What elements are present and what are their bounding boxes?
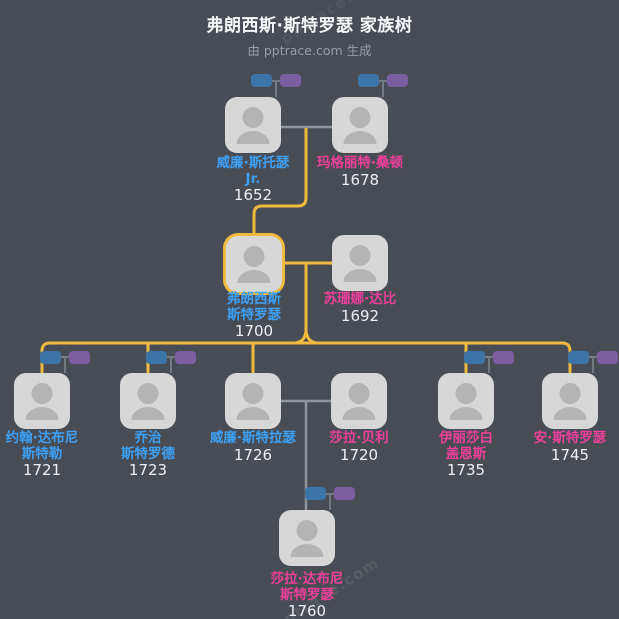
person-name: 弗朗西斯	[227, 291, 281, 307]
avatar[interactable]	[332, 97, 388, 153]
avatar[interactable]	[14, 373, 70, 429]
person-label: 弗朗西斯 斯特罗瑟 1700	[184, 291, 324, 340]
person-label: 伊丽莎白 盖恩斯 1735	[396, 430, 536, 479]
birth-year: 1692	[340, 306, 380, 325]
person-label: 威廉·斯特拉瑟 1726	[183, 430, 323, 464]
avatar[interactable]	[225, 373, 281, 429]
mini-male-chip[interactable]	[40, 351, 61, 364]
collapsed-family-chips[interactable]	[568, 351, 618, 364]
avatar[interactable]	[331, 373, 387, 429]
mini-male-chip[interactable]	[305, 487, 326, 500]
person-name: 乔治	[134, 430, 162, 446]
person-icon	[25, 407, 59, 420]
person-label: 莎拉·达布尼 斯特罗瑟 1760	[237, 571, 377, 619]
avatar[interactable]	[120, 373, 176, 429]
avatar[interactable]	[279, 510, 335, 566]
person-name: 盖恩斯	[445, 445, 487, 462]
person-icon	[242, 383, 264, 404]
person-name: 威廉·斯特拉瑟	[209, 430, 297, 446]
person-name: 安·斯特罗瑟	[533, 430, 607, 446]
collapsed-family-chips[interactable]	[464, 351, 514, 364]
person-icon	[131, 407, 165, 420]
person-icon	[559, 383, 581, 404]
person-icon	[343, 131, 377, 144]
birth-year: 1760	[287, 602, 327, 619]
birth-year: 1726	[233, 445, 273, 464]
page-title: 弗朗西斯·斯特罗瑟 家族树	[206, 16, 413, 36]
mini-male-chip[interactable]	[146, 351, 167, 364]
person-icon	[236, 131, 270, 144]
person-label: 威廉·斯托瑟 Jr. 1652	[183, 155, 323, 204]
mini-male-chip[interactable]	[568, 351, 589, 364]
collapsed-family-chips[interactable]	[251, 74, 301, 87]
collapsed-family-chips[interactable]	[305, 487, 355, 500]
avatar-highlighted[interactable]	[226, 236, 282, 292]
person-name: Jr.	[245, 170, 261, 187]
mini-male-chip[interactable]	[358, 74, 379, 87]
birth-year: 1721	[22, 461, 62, 479]
person-label: 约翰·达布尼 斯特勒 1721	[0, 430, 112, 479]
collapsed-family-chips[interactable]	[146, 351, 196, 364]
person-icon	[343, 269, 377, 282]
person-label: 苏珊娜·达比 1692	[290, 291, 430, 325]
person-name: 斯特罗瑟	[280, 586, 334, 603]
person-name: 莎拉·贝利	[329, 430, 389, 446]
birth-year: 1720	[339, 445, 379, 464]
birth-year: 1723	[128, 461, 168, 479]
birth-year: 1678	[340, 170, 380, 189]
collapsed-family-chips[interactable]	[358, 74, 408, 87]
mini-female-chip[interactable]	[280, 74, 301, 87]
person-label: 安·斯特罗瑟 1745	[500, 430, 619, 464]
person-icon	[31, 383, 53, 404]
mini-female-chip[interactable]	[175, 351, 196, 364]
person-icon	[237, 270, 271, 283]
mini-female-chip[interactable]	[493, 351, 514, 364]
person-icon	[242, 107, 264, 128]
person-icon	[553, 407, 587, 420]
birth-year: 1700	[234, 322, 274, 340]
person-label: 玛格丽特·桑顿 1678	[290, 155, 430, 189]
avatar[interactable]	[225, 97, 281, 153]
person-name: 斯特罗瑟	[227, 306, 281, 323]
mini-male-chip[interactable]	[251, 74, 272, 87]
person-label: 乔治 斯特罗德 1723	[78, 430, 218, 479]
person-icon	[455, 383, 477, 404]
person-name: 约翰·达布尼	[5, 430, 79, 446]
birth-year: 1652	[233, 186, 273, 204]
birth-year: 1745	[550, 445, 590, 464]
person-icon	[243, 246, 265, 267]
page-subtitle: 由 pptrace.com 生成	[247, 43, 372, 58]
collapsed-family-chips[interactable]	[40, 351, 90, 364]
person-icon	[290, 544, 324, 557]
person-icon	[137, 383, 159, 404]
person-name: 苏珊娜·达比	[323, 291, 397, 307]
mini-male-chip[interactable]	[464, 351, 485, 364]
person-icon	[449, 407, 483, 420]
person-icon	[348, 383, 370, 404]
person-label: 莎拉·贝利 1720	[289, 430, 429, 464]
person-icon	[236, 407, 270, 420]
person-name: 玛格丽特·桑顿	[316, 155, 404, 171]
person-name: 威廉·斯托瑟	[216, 155, 290, 171]
person-name: 伊丽莎白	[439, 430, 493, 446]
avatar[interactable]	[332, 235, 388, 291]
person-name: 莎拉·达布尼	[270, 571, 344, 587]
mini-female-chip[interactable]	[69, 351, 90, 364]
person-icon	[349, 245, 371, 266]
person-icon	[349, 107, 371, 128]
mini-female-chip[interactable]	[334, 487, 355, 500]
avatar[interactable]	[542, 373, 598, 429]
person-icon	[342, 407, 376, 420]
person-name: 斯特勒	[21, 445, 63, 462]
mini-female-chip[interactable]	[387, 74, 408, 87]
birth-year: 1735	[446, 461, 486, 479]
person-icon	[296, 520, 318, 541]
avatar[interactable]	[438, 373, 494, 429]
mini-female-chip[interactable]	[597, 351, 618, 364]
person-name: 斯特罗德	[121, 445, 175, 462]
